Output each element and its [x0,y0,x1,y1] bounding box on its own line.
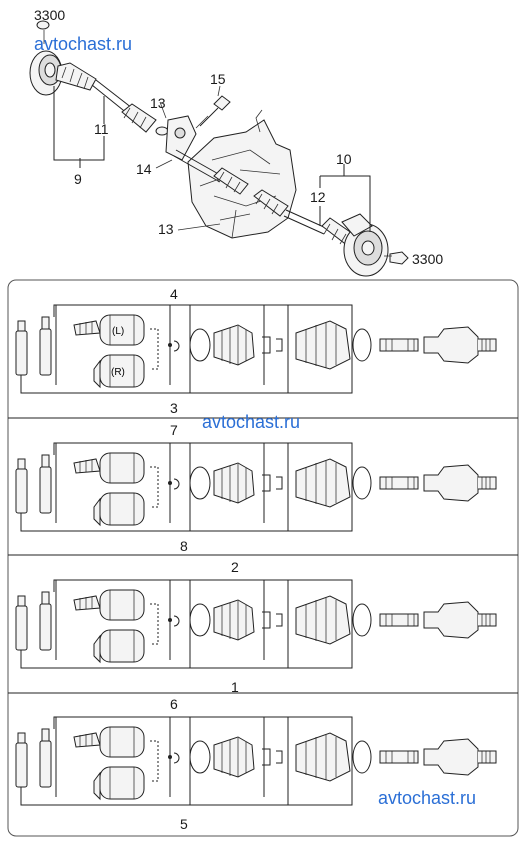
transmission-housing [187,109,297,239]
driveshaft-assembly-overview: 3300 15 13 11 9 14 10 12 13 3300 [29,7,443,277]
watermark-middle: avtochast.ru [202,412,300,432]
panel-4-bottom-label: 5 [180,816,188,832]
callout-13-upper: 13 [150,95,166,111]
watermark-bottom: avtochast.ru [378,788,476,808]
callout-3300-right: 3300 [412,251,443,267]
callout-9: 9 [74,171,82,187]
panel-1-top-label: 4 [170,286,178,302]
left-driveshaft [55,62,169,136]
callout-11: 11 [94,121,109,137]
callout-13-lower: 13 [158,221,174,237]
exploded-panel-4: 6 5 [15,696,497,832]
exploded-panel-1: 4 3 (L) (R) [15,286,497,416]
bolt-15 [195,95,231,129]
exploded-panels-frame [7,279,519,837]
panel-4-top-label: 6 [170,696,178,712]
callout-10: 10 [336,151,352,167]
panel-1-left-joint-letter: (L) [112,326,124,337]
right-hub-flange [341,213,389,277]
group-bracket-10 [320,175,371,232]
nut-3300-top [36,20,50,30]
panel-3-top-label: 2 [231,559,239,575]
watermark-top: avtochast.ru [34,34,132,54]
panel-1-bottom-label: 3 [170,400,178,416]
center-bearing-bracket [165,115,197,161]
panel-2-top-label: 7 [170,422,178,438]
panel-3-bottom-label: 1 [231,679,239,695]
exploded-panel-3: 2 1 [15,559,497,695]
panel-2-bottom-label: 8 [180,538,188,554]
nut-3300-right [389,251,409,265]
callout-14: 14 [136,161,152,177]
exploded-panel-2: 7 8 [15,422,497,554]
callout-15: 15 [210,71,226,87]
callout-3300-top: 3300 [34,7,65,23]
panel-1-right-joint-letter: (R) [111,367,125,378]
callout-12: 12 [310,189,326,205]
group-bracket-9 [53,86,105,161]
